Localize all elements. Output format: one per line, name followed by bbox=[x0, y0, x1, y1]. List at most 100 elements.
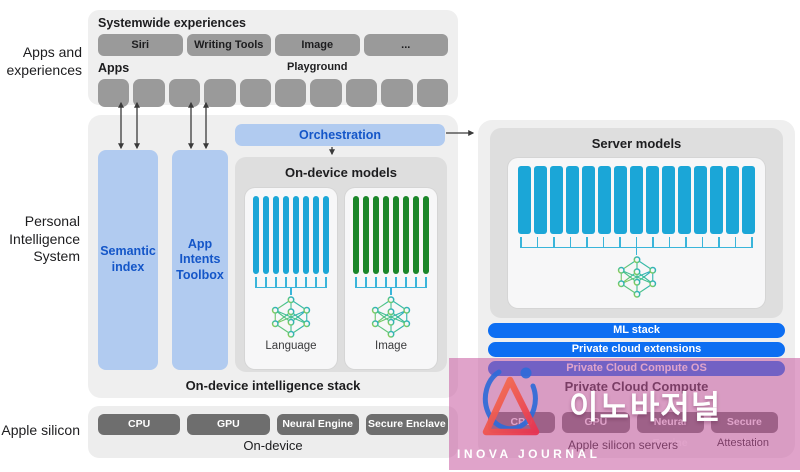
model-bar bbox=[303, 196, 309, 274]
app-placeholder bbox=[345, 79, 378, 107]
apps-title: Apps bbox=[98, 61, 130, 75]
on-device-caption: On-device bbox=[243, 438, 303, 453]
comb-tick bbox=[751, 237, 753, 248]
silicon-chip: Secure Enclave bbox=[365, 414, 448, 435]
model-bar bbox=[518, 166, 531, 234]
model-bar bbox=[323, 196, 329, 274]
systemwide-experience-button: Writing Tools bbox=[186, 34, 271, 56]
comb-tick bbox=[305, 277, 307, 288]
comb-stem bbox=[635, 248, 638, 255]
app-placeholder bbox=[416, 79, 449, 107]
model-bar bbox=[614, 166, 627, 234]
model-bar bbox=[423, 196, 429, 274]
model-bar bbox=[550, 166, 563, 234]
server-model-bars bbox=[508, 166, 765, 234]
comb-tick bbox=[285, 277, 287, 288]
model-bar bbox=[566, 166, 579, 234]
server-models-panel: Server models bbox=[490, 128, 783, 318]
image-model-label: Image bbox=[375, 340, 407, 352]
model-bar bbox=[646, 166, 659, 234]
watermark-latin-text: INOVA JOURNAL bbox=[457, 447, 601, 461]
comb-tick bbox=[635, 237, 638, 248]
comb-tick bbox=[425, 277, 427, 288]
language-model-comb bbox=[255, 277, 327, 288]
silicon-chip: GPU bbox=[187, 414, 270, 435]
systemwide-experience-button: ... bbox=[363, 34, 448, 56]
comb-tick bbox=[718, 237, 720, 248]
watermark-korean-text: 이노바저널 bbox=[569, 389, 722, 425]
inova-journal-logo-icon bbox=[482, 367, 540, 436]
comb-tick bbox=[602, 237, 605, 248]
orchestration-bar: Orchestration bbox=[235, 124, 445, 146]
comb-tick bbox=[315, 277, 317, 288]
language-model-bars bbox=[245, 196, 337, 274]
model-bar bbox=[662, 166, 675, 234]
language-model-label: Language bbox=[265, 340, 317, 352]
model-bar bbox=[413, 196, 419, 274]
silicon-chip: CPU bbox=[98, 414, 181, 435]
server-stack-layer: ML stack bbox=[488, 323, 785, 338]
personal-intelligence-section-label: Personal Intelligence System bbox=[9, 213, 80, 264]
app-placeholder bbox=[381, 79, 413, 107]
comb-tick bbox=[569, 237, 572, 248]
comb-tick bbox=[375, 277, 377, 288]
comb-tick bbox=[553, 237, 555, 248]
on-device-models-title: On-device models bbox=[285, 165, 397, 180]
server-models-title: Server models bbox=[591, 136, 682, 151]
comb-stem bbox=[290, 288, 292, 295]
model-bar bbox=[293, 196, 299, 274]
comb-tick bbox=[275, 277, 277, 288]
model-bar bbox=[403, 196, 409, 274]
model-bar bbox=[742, 166, 755, 234]
language-model-card: Language bbox=[245, 188, 337, 369]
model-bar bbox=[598, 166, 611, 234]
neural-network-icon bbox=[268, 296, 314, 338]
model-bar bbox=[353, 196, 359, 274]
app-placeholder bbox=[310, 79, 342, 107]
image-model-bars bbox=[345, 196, 437, 274]
systemwide-experience-button: Siri bbox=[98, 34, 183, 56]
model-bar bbox=[273, 196, 279, 274]
model-bar bbox=[630, 166, 643, 234]
comb-tick bbox=[415, 277, 417, 288]
comb-tick bbox=[405, 277, 407, 288]
server-model-card bbox=[508, 158, 765, 308]
model-bar bbox=[253, 196, 259, 274]
app-placeholder bbox=[275, 79, 307, 107]
comb-tick bbox=[395, 277, 397, 288]
systemwide-experience-button: Image Playground bbox=[275, 34, 360, 73]
comb-tick bbox=[619, 237, 621, 248]
app-placeholder bbox=[168, 79, 201, 107]
comb-tick bbox=[385, 277, 387, 288]
model-bar bbox=[678, 166, 691, 234]
comb-tick bbox=[652, 237, 654, 248]
server-stack-layer: Private cloud extensions bbox=[488, 342, 785, 357]
comb-tick bbox=[355, 277, 357, 288]
app-placeholder bbox=[98, 79, 130, 107]
model-bar bbox=[726, 166, 739, 234]
model-bar bbox=[383, 196, 389, 274]
app-intents-toolbox-box: App Intents Toolbox bbox=[172, 150, 228, 370]
watermark-overlay: 이노바저널 INOVA JOURNAL bbox=[449, 358, 800, 470]
comb-tick bbox=[365, 277, 367, 288]
model-bar bbox=[263, 196, 269, 274]
apps-row bbox=[98, 79, 449, 107]
on-device-models-panel: On-device models Language Image bbox=[235, 157, 447, 372]
comb-tick bbox=[734, 237, 737, 248]
comb-tick bbox=[668, 237, 671, 248]
model-bar bbox=[710, 166, 723, 234]
apple-silicon-section-label: Apple silicon bbox=[1, 422, 80, 438]
server-model-comb bbox=[520, 237, 753, 248]
apps-experiences-section-label: Apps and experiences bbox=[6, 44, 83, 78]
app-placeholder bbox=[133, 79, 165, 107]
comb-tick bbox=[520, 237, 522, 248]
comb-tick bbox=[325, 277, 327, 288]
model-bar bbox=[313, 196, 319, 274]
model-bar bbox=[373, 196, 379, 274]
